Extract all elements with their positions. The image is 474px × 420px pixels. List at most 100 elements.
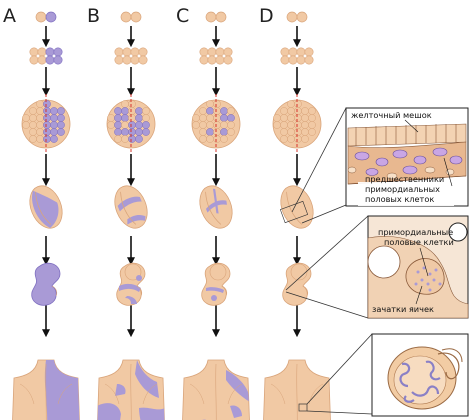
fetus-patch (119, 283, 141, 292)
blastocyst-cell (50, 128, 58, 136)
testis-callout (298, 333, 469, 417)
fetus (201, 262, 231, 306)
blastocyst-cell (192, 121, 200, 129)
zygote-cell-left (205, 11, 217, 23)
spine-line (45, 363, 47, 420)
column-a (12, 11, 80, 420)
blastocyst-cell (36, 128, 44, 136)
zygote-cell-left (35, 11, 47, 23)
cleavage-cell (215, 47, 225, 57)
blastocyst-cell (135, 114, 143, 122)
blastocyst-cell (206, 107, 214, 115)
embryo-body (114, 185, 148, 229)
spine-line (215, 363, 217, 420)
early-embryo (114, 185, 148, 229)
torso-patch (226, 370, 250, 402)
cleavage-cell (223, 47, 233, 57)
zygote-cell-right (130, 11, 142, 23)
blastocyst-cell (121, 107, 129, 115)
column-letter-a: A (3, 5, 16, 27)
blastocyst-cell (121, 128, 129, 136)
spine-line (130, 363, 132, 420)
zygote-cell-right (296, 11, 308, 23)
blastocyst-cell (135, 107, 143, 115)
cleavage-cell (296, 47, 306, 57)
spine-line (296, 363, 298, 420)
blastocyst-cell (142, 128, 150, 136)
blastocyst-cell (294, 121, 302, 129)
gonad-callout: примордиальные половые клетки зачатки яи… (285, 215, 469, 319)
torso-pattern (97, 360, 165, 420)
torso-pattern (44, 360, 80, 420)
blastocyst-cell (206, 121, 214, 129)
fetus (116, 262, 146, 306)
blastocyst-cell (206, 100, 214, 108)
fetus-patch (211, 295, 217, 301)
scapula-line (227, 383, 243, 405)
blastocyst-cell (121, 100, 129, 108)
zygote-cell-right (45, 11, 57, 23)
fetus-patch (206, 287, 224, 293)
gonad-label-line1: примордиальные (378, 227, 453, 237)
cleavage-cell (114, 47, 124, 57)
fetus-limb (136, 285, 143, 297)
cleavage-cell (122, 47, 132, 57)
blastocyst-cell (301, 121, 309, 129)
blastocyst-cell (142, 121, 150, 129)
torso-pattern (202, 370, 250, 420)
blastocyst-cell (213, 135, 221, 143)
blastocyst-cell (107, 114, 115, 122)
torso-purple-half (44, 360, 80, 420)
column-letter-b: B (87, 5, 100, 27)
cleavage-cell (288, 55, 298, 65)
yolk-sac-label: желточный мешок (351, 110, 432, 120)
fetus-patch (136, 275, 142, 281)
blastocyst-cell (142, 107, 150, 115)
cleavage-cell (223, 55, 233, 65)
cleavage-cell (138, 47, 148, 57)
torso-patch (97, 403, 121, 420)
blastocyst-cell (220, 135, 228, 143)
blastocyst-cell (294, 128, 302, 136)
blastocyst-cell (114, 121, 122, 129)
fetus-limb (302, 285, 309, 297)
blastocyst-cell (121, 135, 129, 143)
blastocyst-cell (43, 107, 51, 115)
blastocyst-cell (220, 128, 228, 136)
blastocyst-cell (50, 107, 58, 115)
blastocyst-cell (29, 128, 37, 136)
cleavage-cell (304, 47, 314, 57)
scapula-line (270, 383, 286, 405)
cleavage-cell (288, 47, 298, 57)
blastocyst-cell (199, 114, 207, 122)
blastocyst-cell (107, 121, 115, 129)
blastocyst-cell (43, 128, 51, 136)
cleavage-cell (207, 55, 217, 65)
blastocyst-cell (22, 114, 30, 122)
blastocyst-cell (57, 107, 65, 115)
blastocyst-cell (121, 121, 129, 129)
blastocyst-cell (57, 114, 65, 122)
blastocyst-cell (294, 135, 302, 143)
cleavage-cell (304, 55, 314, 65)
gonad-label-bottom: зачатки яичек (372, 304, 434, 314)
yolk-sac-desc-line1: предшественники (365, 174, 444, 184)
cleavage-cell (130, 55, 140, 65)
column-b (97, 11, 165, 420)
scapula-line (19, 383, 35, 405)
blastocyst-cell (301, 135, 309, 143)
scapula-line (189, 383, 205, 405)
blastocyst-cell (301, 107, 309, 115)
cleavage-cell (37, 47, 47, 57)
zygote-cell-left (286, 11, 298, 23)
blastocyst-cell (308, 107, 316, 115)
blastocyst-cell (114, 114, 122, 122)
blastocyst-cell (213, 107, 221, 115)
blastocyst-cell (29, 107, 37, 115)
blastocyst-cell (128, 100, 136, 108)
blastocyst-cell (22, 121, 30, 129)
blastocyst-cell (287, 121, 295, 129)
blastocyst-cell (280, 135, 288, 143)
blastocyst-cell (50, 121, 58, 129)
